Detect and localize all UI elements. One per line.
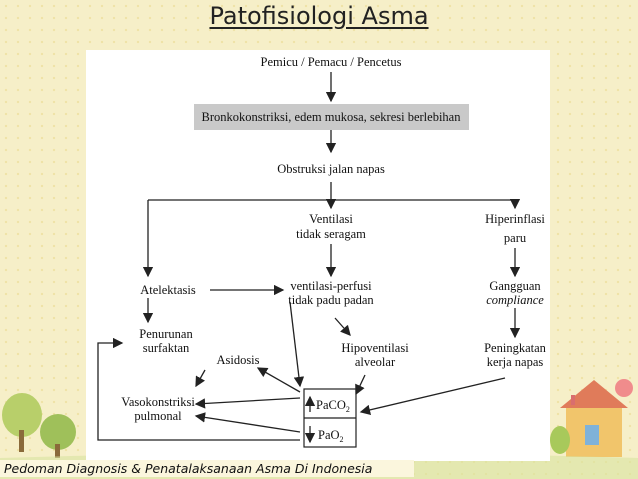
footer-caption: Pedoman Diagnosis & Penatalaksanaan Asma… <box>0 460 414 477</box>
node-atelektasis: Atelektasis <box>140 283 196 297</box>
node-penurunan-line1: Penurunan <box>139 327 193 341</box>
house-right-icon <box>550 379 633 457</box>
node-vasokonstriksi-line2: pulmonal <box>134 409 182 423</box>
node-ventilasi-line2: tidak seragam <box>296 227 366 241</box>
node-ventilasi-line1: Ventilasi <box>309 212 353 226</box>
node-gangguan-line1: Gangguan <box>489 279 541 293</box>
node-hiperinflasi-line1: Hiperinflasi <box>485 212 545 226</box>
node-paco2: PaCO2 <box>316 398 350 414</box>
tree-left-icon <box>2 393 76 458</box>
node-hiperinflasi-line2: paru <box>504 231 527 245</box>
node-gangguan-line2: compliance <box>486 293 544 307</box>
node-asidosis: Asidosis <box>216 353 259 367</box>
node-penurunan-line2: surfaktan <box>143 341 190 355</box>
node-bronkokonstriksi: Bronkokonstriksi, edem mukosa, sekresi b… <box>202 110 462 124</box>
node-vperfusi-line2: tidak padu padan <box>288 293 374 307</box>
node-pao2: PaO2 <box>318 428 344 444</box>
node-vasokonstriksi-line1: Vasokonstriksi <box>121 395 195 409</box>
node-hipoventilasi-line2: alveolar <box>355 355 396 369</box>
bronkokonstriksi-box <box>194 104 469 130</box>
connectors <box>97 72 521 444</box>
node-peningkatan-line2: kerja napas <box>487 355 544 369</box>
page-title: Patofisiologi Asma <box>209 2 429 30</box>
node-obstruksi: Obstruksi jalan napas <box>277 162 385 176</box>
node-pemicu: Pemicu / Pemacu / Pencetus <box>261 55 402 69</box>
node-peningkatan-line1: Peningkatan <box>484 341 547 355</box>
node-vperfusi-line1: ventilasi-perfusi <box>290 279 372 293</box>
node-hipoventilasi-line1: Hipoventilasi <box>341 341 409 355</box>
